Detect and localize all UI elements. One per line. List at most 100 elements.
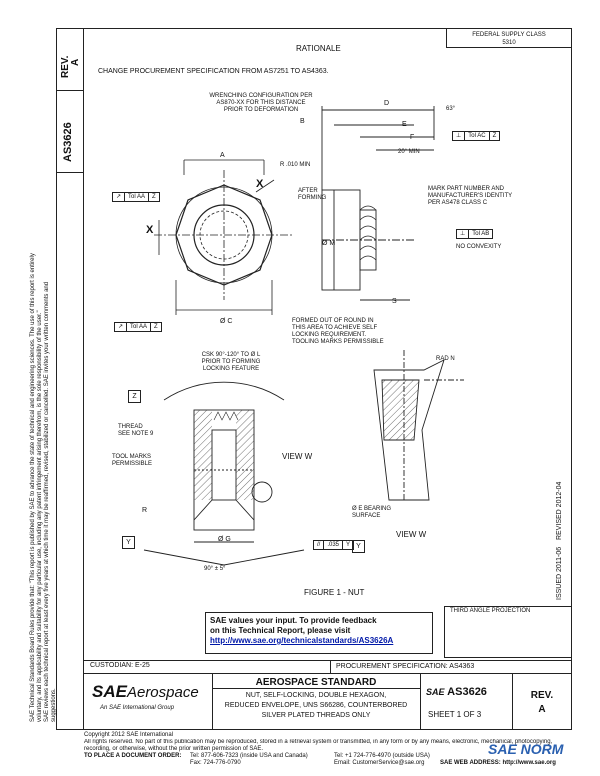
divider xyxy=(56,172,84,173)
doc-number-text: AS3626 xyxy=(447,686,487,698)
rev-value-vertical: A xyxy=(70,58,81,66)
fcf-datum: Y xyxy=(346,542,351,548)
parallelism-icon: // xyxy=(314,541,325,549)
legal-note-line: suggestions. xyxy=(51,688,57,722)
doc-number-vertical: AS3626 xyxy=(62,122,74,162)
procurement-spec: PROCUREMENT SPECIFICATION: AS4363 xyxy=(336,663,475,670)
feedback-line: on this Technical Report, please visit xyxy=(210,626,351,635)
chamfer-label: 63° xyxy=(446,106,456,112)
doc-number: SAE AS3626 xyxy=(426,686,487,698)
fcf-left-2: ↗ Tol AA Z xyxy=(114,322,162,332)
federal-supply-code: 5310 xyxy=(502,40,516,46)
standard-title: AEROSPACE STANDARD xyxy=(255,677,377,688)
bearing-surface-label: Ø E BEARING SURFACE xyxy=(352,506,392,519)
title-block-top xyxy=(84,660,572,661)
sae-logo-icon: SAE xyxy=(426,687,445,697)
legal-note-line: SAE Technical Standards Board Rules prov… xyxy=(30,253,36,722)
dia-g-label: Ø G xyxy=(218,536,231,543)
logo-sae: SAE xyxy=(92,682,127,701)
counterbore-note: CSK 90°-120° TO Ø L PRIOR TO FORMING LOC… xyxy=(201,352,261,372)
rationale-title: RATIONALE xyxy=(296,44,341,53)
sae-norm-watermark: SAE NORM xyxy=(488,741,564,757)
rights-line: recording, or otherwise, without the pri… xyxy=(84,746,264,752)
rev-label: REV. xyxy=(530,690,554,701)
view-w-label: VIEW W xyxy=(396,530,427,539)
rationale-text: CHANGE PROCUREMENT SPECIFICATION FROM AS… xyxy=(98,68,329,75)
marking-note: MARK PART NUMBER AND MANUFACTURER'S IDEN… xyxy=(428,186,513,206)
fcf-left: ↗ Tol AA Z xyxy=(112,192,160,202)
fcf-tolerance: Tol AC xyxy=(465,132,490,140)
logo-tagline: An SAE International Group xyxy=(100,705,175,711)
dim-label-f: F xyxy=(410,134,415,141)
after-forming-label: AFTER FORMING xyxy=(298,188,327,201)
federal-supply-line: FEDERAL SUPPLY CLASS xyxy=(472,32,546,38)
fcf-tolerance: .035 xyxy=(324,541,344,549)
divider xyxy=(512,673,513,730)
drawing-sheet xyxy=(56,28,572,730)
rev-value: A xyxy=(538,704,546,715)
datum-y: Y xyxy=(352,540,365,553)
datum-y: Y xyxy=(122,536,135,549)
divider xyxy=(56,90,84,91)
runout-icon: ↗ xyxy=(113,193,126,201)
divider xyxy=(420,673,421,730)
dim-label-b: B xyxy=(300,118,305,125)
wrenching-note: WRENCHING CONFIGURATION PER AS870-XX FOR… xyxy=(209,93,313,113)
title-block-divider xyxy=(84,673,572,674)
nut-drawing xyxy=(143,106,464,566)
perpendicularity-icon: ⊥ xyxy=(453,132,466,140)
sae-aerospace-logo: SAEAerospace xyxy=(92,682,199,702)
order-label: TO PLACE A DOCUMENT ORDER: xyxy=(84,753,182,759)
dia-c-label: Ø C xyxy=(220,318,233,325)
description-line: REDUCED ENVELOPE, UNS S66286, COUNTERBOR… xyxy=(224,702,408,709)
fcf-top: ⊥ Tol AC Z xyxy=(452,131,501,141)
figure-caption: FIGURE 1 - NUT xyxy=(304,588,365,597)
datum-z: Z xyxy=(128,390,141,403)
third-angle-box xyxy=(444,606,572,658)
legal-note-line: voluntary, and its applicability and sui… xyxy=(37,310,43,722)
dim-label-e: E xyxy=(402,121,407,128)
revised-date: REVISED 2012-04 xyxy=(556,481,563,540)
logo-aerospace: Aerospace xyxy=(126,684,199,701)
legal-note-line: SAE reviews each technical report at lea… xyxy=(44,281,50,722)
custodian: CUSTODIAN: E-25 xyxy=(90,662,150,669)
divider xyxy=(330,660,331,673)
issued-date: ISSUED 2011-06 xyxy=(556,546,563,600)
dim-label-r: R xyxy=(142,507,148,514)
fcf-mid: ⊥ Tol AB xyxy=(456,229,494,239)
fcf-tolerance: Tol AB xyxy=(472,231,490,237)
angle-90-label: 90° ± 5° xyxy=(204,566,226,572)
third-angle-label: THIRD ANGLE PROJECTION xyxy=(450,608,531,614)
rights-line: All rights reserved. No part of this pub… xyxy=(84,739,553,745)
radius-min-label: R .010 MIN xyxy=(280,162,311,168)
runout-icon: ↗ xyxy=(115,323,128,331)
fcf-tolerance: Tol AA xyxy=(125,193,150,201)
section-label-x: X xyxy=(256,178,264,190)
fcf-datum: Z xyxy=(152,194,156,200)
angle-min-label: 20° MIN xyxy=(398,149,420,155)
tel-intl: Tel: +1 724-776-4970 (outside USA) xyxy=(334,753,430,759)
view-w-label: VIEW W xyxy=(282,452,313,461)
description-line: NUT, SELF-LOCKING, DOUBLE HEXAGON, xyxy=(245,692,387,699)
federal-supply-box: FEDERAL SUPPLY CLASS 5310 xyxy=(446,28,572,48)
web-address[interactable]: SAE WEB ADDRESS: http://www.sae.org xyxy=(440,760,556,766)
feedback-box: SAE values your input. To provide feedba… xyxy=(205,612,433,654)
dim-label-d: D xyxy=(384,100,390,107)
description-line: SILVER PLATED THREADS ONLY xyxy=(261,712,371,719)
fcf-tolerance: Tol AA xyxy=(127,323,152,331)
thread-note: THREAD SEE NOTE 9 xyxy=(118,424,154,437)
copyright: Copyright 2012 SAE International xyxy=(84,732,174,738)
dim-label-a: A xyxy=(220,152,225,159)
sheet-count: SHEET 1 OF 3 xyxy=(428,710,482,719)
section-label-x: X xyxy=(146,224,154,236)
rad-n-label: RAD N xyxy=(436,356,455,362)
divider xyxy=(212,688,420,689)
tel-us: Tel: 877-606-7323 (inside USA and Canada… xyxy=(190,753,308,759)
fcf-datum: Z xyxy=(154,324,158,330)
fcf-datum: Z xyxy=(492,133,497,139)
divider xyxy=(212,673,213,730)
perpendicularity-icon: ⊥ xyxy=(457,230,470,238)
email: Email: CustomerService@sae.org xyxy=(334,760,425,766)
dim-label-s: S xyxy=(392,298,397,305)
feedback-link[interactable]: http://www.sae.org/technicalstandards/AS… xyxy=(210,636,394,645)
